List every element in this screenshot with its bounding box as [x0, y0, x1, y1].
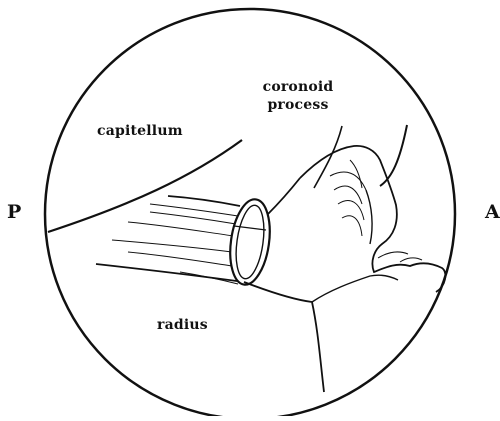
- radius-label: radius: [157, 317, 208, 333]
- coronoid-pointer-line: [314, 126, 342, 188]
- coronoid-process-shape: [300, 146, 445, 292]
- anterior-label: A: [485, 201, 500, 223]
- coronoid-label-line1: coronoid: [255, 78, 341, 96]
- posterior-label: P: [7, 201, 22, 223]
- capitellum-outline: [48, 140, 242, 232]
- radius-lower-contour: [244, 282, 324, 392]
- coronoid-label-line2: process: [255, 96, 341, 114]
- radius-shaft: [96, 196, 244, 284]
- capitellum-label: capitellum: [97, 123, 183, 139]
- coronoid-process-label: coronoid process: [255, 78, 341, 114]
- radioulnar-line: [312, 275, 398, 302]
- radial-head: [225, 197, 275, 287]
- joint-line: [268, 178, 300, 214]
- humerus-line: [380, 125, 407, 186]
